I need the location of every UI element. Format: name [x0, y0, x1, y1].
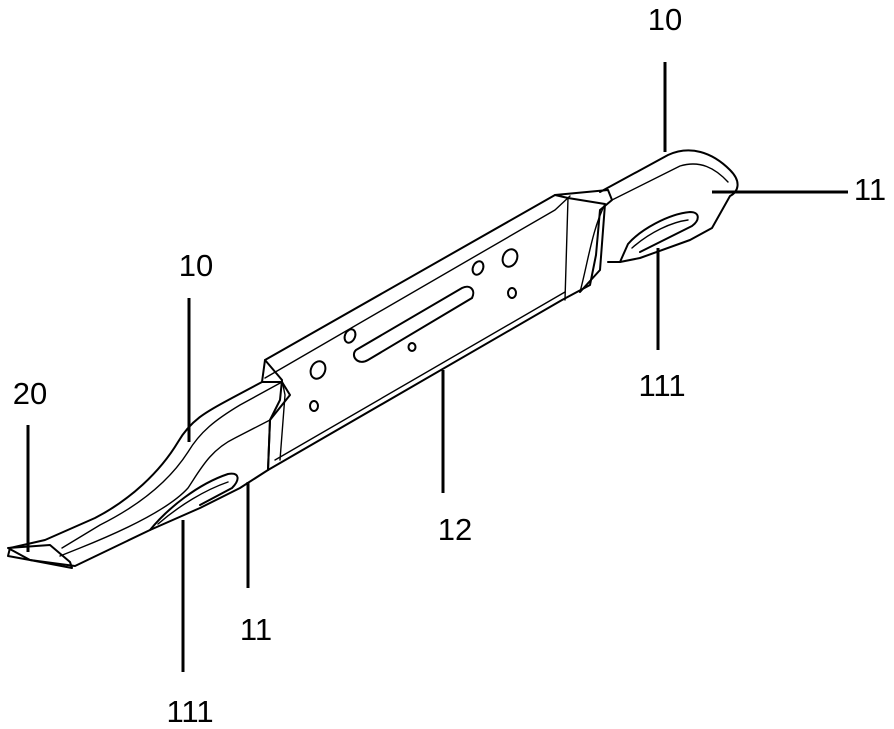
ref-label-111-right: 111	[638, 368, 685, 403]
right-wing-underside	[619, 211, 699, 263]
leader-lines	[26, 62, 848, 672]
right-wing-top-bevel	[611, 163, 729, 201]
plate-top-bevel	[264, 195, 571, 379]
plate-bottom-edge	[274, 291, 566, 461]
hole-2	[343, 328, 357, 344]
ref-label-11-left: 11	[240, 612, 272, 647]
hole-1	[309, 360, 327, 380]
ref-label-12: 12	[438, 512, 472, 547]
hole-7	[507, 287, 517, 299]
center-long-slot	[352, 285, 475, 363]
reference-numerals: 10 11 111 10 20 12 11 111	[13, 2, 886, 729]
hole-5	[471, 260, 485, 276]
ref-label-10-left: 10	[179, 248, 213, 283]
right-transition-inner	[564, 197, 569, 301]
left-wing-top-bevel	[61, 381, 283, 549]
left-cutting-tip-20	[7, 544, 73, 569]
ref-label-11-right: 11	[854, 172, 886, 207]
left-wing-slot	[157, 481, 229, 525]
ref-label-20: 20	[13, 376, 47, 411]
left-wing	[7, 381, 269, 567]
blade-center-plate	[264, 189, 613, 471]
right-wing-tip	[599, 149, 739, 263]
left-wing-edge-line	[59, 419, 271, 557]
left-transition	[261, 359, 291, 471]
right-wing-slot	[631, 219, 689, 249]
ref-label-10-right: 10	[648, 2, 682, 37]
hole-3	[309, 400, 319, 412]
mower-blade-drawing	[7, 149, 739, 569]
left-transition-inner	[279, 379, 286, 461]
hole-4	[407, 342, 417, 352]
left-wing-underside	[149, 472, 239, 531]
right-transition-curve	[579, 203, 606, 293]
ref-label-111-left: 111	[166, 694, 213, 729]
hole-6	[501, 248, 519, 268]
